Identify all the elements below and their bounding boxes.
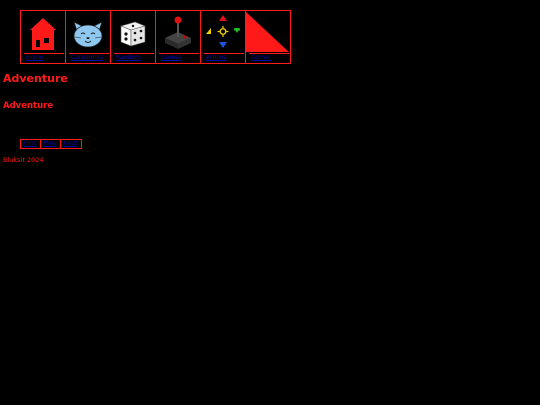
pager-link-prev[interactable]: Prev [41,140,61,148]
pager-link-next[interactable]: Next [63,140,78,147]
icon-nav-bar: Home Categories [20,10,291,64]
nav-label-arrows[interactable]: Arrows [204,53,244,62]
dice-icon [120,21,146,47]
footer-copyright: Bluksit 2024 [3,156,44,164]
nav-label-categories[interactable]: Categories [69,53,109,62]
red-triangle-icon [246,12,289,52]
cat-face-icon [73,21,103,48]
nav-label-corner[interactable]: Corner [249,53,289,62]
pager-link-first[interactable]: First [21,140,41,148]
nav-tile-games[interactable]: Games [156,10,201,64]
nav-tile-random[interactable]: Random [111,10,156,64]
nav-label-games[interactable]: Games [159,53,199,62]
nav-tile-home[interactable]: Home [21,10,66,64]
nav-tile-categories[interactable]: Categories [66,10,111,64]
pagination: First Prev Next [20,139,82,149]
nav-label-home[interactable]: Home [24,53,64,62]
page-title: Adventure [3,72,68,85]
nav-tile-arrows[interactable]: Arrows [201,10,246,64]
nav-label-random[interactable]: Random [114,53,154,62]
compass-arrows-icon [206,15,240,48]
page-subtitle: Adventure [3,101,54,111]
nav-tile-corner[interactable]: Corner [246,10,291,64]
joystick-icon [165,16,191,49]
house-icon [30,18,56,50]
